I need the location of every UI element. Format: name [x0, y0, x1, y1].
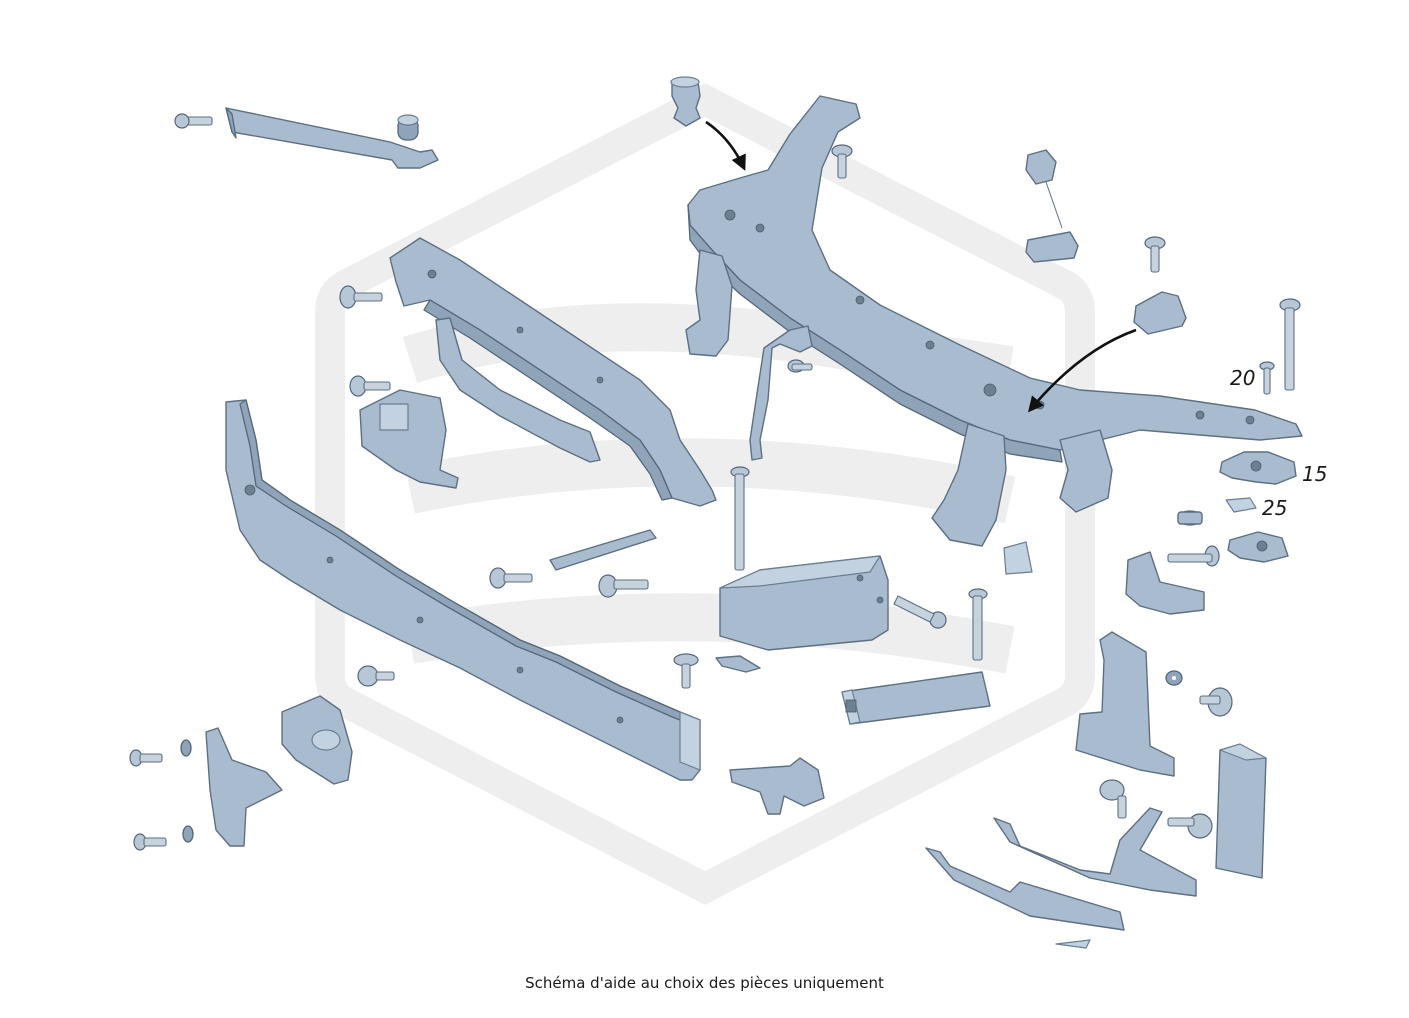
strut-lower-1 — [993, 807, 1197, 897]
rod-bracket — [749, 325, 813, 461]
bracket-center-lower — [729, 757, 825, 815]
column-right — [1215, 743, 1267, 879]
mount-right-lower — [1227, 531, 1289, 563]
callout-15: 15 — [1302, 462, 1328, 486]
nut-right — [1177, 510, 1203, 526]
tube-lower-center — [841, 671, 991, 725]
bolt-carrier-top — [831, 144, 853, 179]
callout-20: 20 — [1230, 366, 1256, 390]
support-strip — [435, 317, 601, 463]
arrow-bracket-to-carrier — [1028, 328, 1137, 413]
bolt-left-lower — [357, 665, 395, 687]
strut-lower-2 — [925, 847, 1125, 931]
bolt-vertical-right — [968, 588, 988, 661]
bolt-left-upper — [129, 739, 192, 767]
clip-small — [1003, 541, 1033, 575]
upper-left-brace — [174, 107, 439, 169]
callout-25: 25 — [1262, 496, 1288, 520]
link-bar — [549, 529, 657, 571]
arrow-clip-to-carrier — [705, 120, 746, 171]
bracket-right-mid — [1125, 545, 1220, 615]
clip-top — [670, 76, 701, 127]
bolt-vertical-center — [730, 466, 750, 571]
support-arm-left — [205, 727, 283, 847]
bracket-right-lower — [1075, 631, 1175, 777]
bolt-center-left — [489, 567, 533, 589]
clip-lower-center — [715, 655, 761, 673]
bolt-right-lower — [1099, 779, 1127, 819]
bumper-beam — [225, 399, 701, 781]
bolt-diag — [893, 595, 947, 629]
sensor-bracket — [1025, 149, 1079, 263]
screw-lower-center — [673, 653, 699, 689]
washer-right — [1165, 670, 1183, 686]
bolt-right-lowest — [1167, 813, 1213, 839]
front-end-carrier — [685, 95, 1303, 547]
diagram-caption: Schéma d'aide au choix des pièces unique… — [525, 974, 884, 992]
bracket-right-upper — [1133, 236, 1187, 335]
bolt-right-washer — [1199, 687, 1233, 717]
mount-15 — [1219, 451, 1297, 485]
bracket-left-mid — [349, 375, 459, 489]
headlight-bracket-left — [281, 695, 353, 785]
clip-bottom — [1055, 939, 1091, 949]
long-bolt — [1279, 298, 1301, 391]
bolt-20 — [1259, 361, 1275, 395]
bolt-upper-left — [339, 285, 383, 309]
bolt-center-right — [598, 574, 649, 598]
crash-box-center — [719, 555, 889, 651]
bolt-left-bottom — [133, 825, 194, 851]
clip-25 — [1225, 497, 1257, 513]
